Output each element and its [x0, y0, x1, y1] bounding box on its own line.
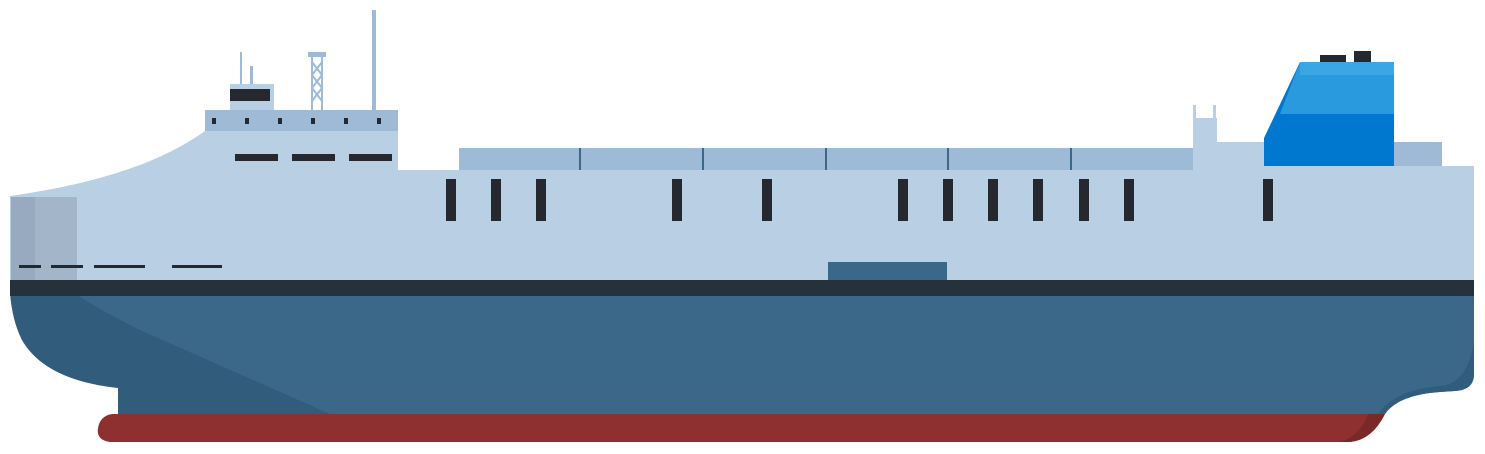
bridge-deck	[205, 110, 398, 131]
lattice-mast	[308, 52, 326, 110]
wheelhouse-window	[230, 89, 270, 101]
bow-dashes	[19, 265, 222, 268]
tall-mast	[372, 10, 376, 110]
funnel-top-band	[1300, 62, 1394, 75]
waterline-stripe	[10, 280, 1474, 296]
hull-vents	[446, 179, 1273, 221]
antifouling-paint	[97, 414, 1385, 442]
wheelhouse	[230, 84, 274, 114]
aft-housing	[1193, 105, 1442, 170]
funnel-cap-right	[1354, 51, 1371, 64]
hull	[10, 282, 1474, 414]
upper-deck-panels	[459, 148, 1194, 170]
bow-window-edge	[11, 197, 35, 281]
bridge-deck-portholes	[212, 118, 381, 124]
funnel-cap-left	[1320, 55, 1346, 64]
bridge-post	[250, 66, 253, 86]
bridge-antenna	[240, 52, 242, 86]
superstructure-body	[10, 131, 1474, 282]
antifouling-stern-shade	[1340, 414, 1385, 442]
hull-stern-shadow	[1378, 340, 1474, 414]
side-ramp-door	[828, 262, 947, 282]
hull-bow-shadow	[10, 282, 330, 414]
bridge-windows	[235, 154, 392, 161]
funnel	[1264, 51, 1394, 166]
masts	[240, 10, 376, 110]
